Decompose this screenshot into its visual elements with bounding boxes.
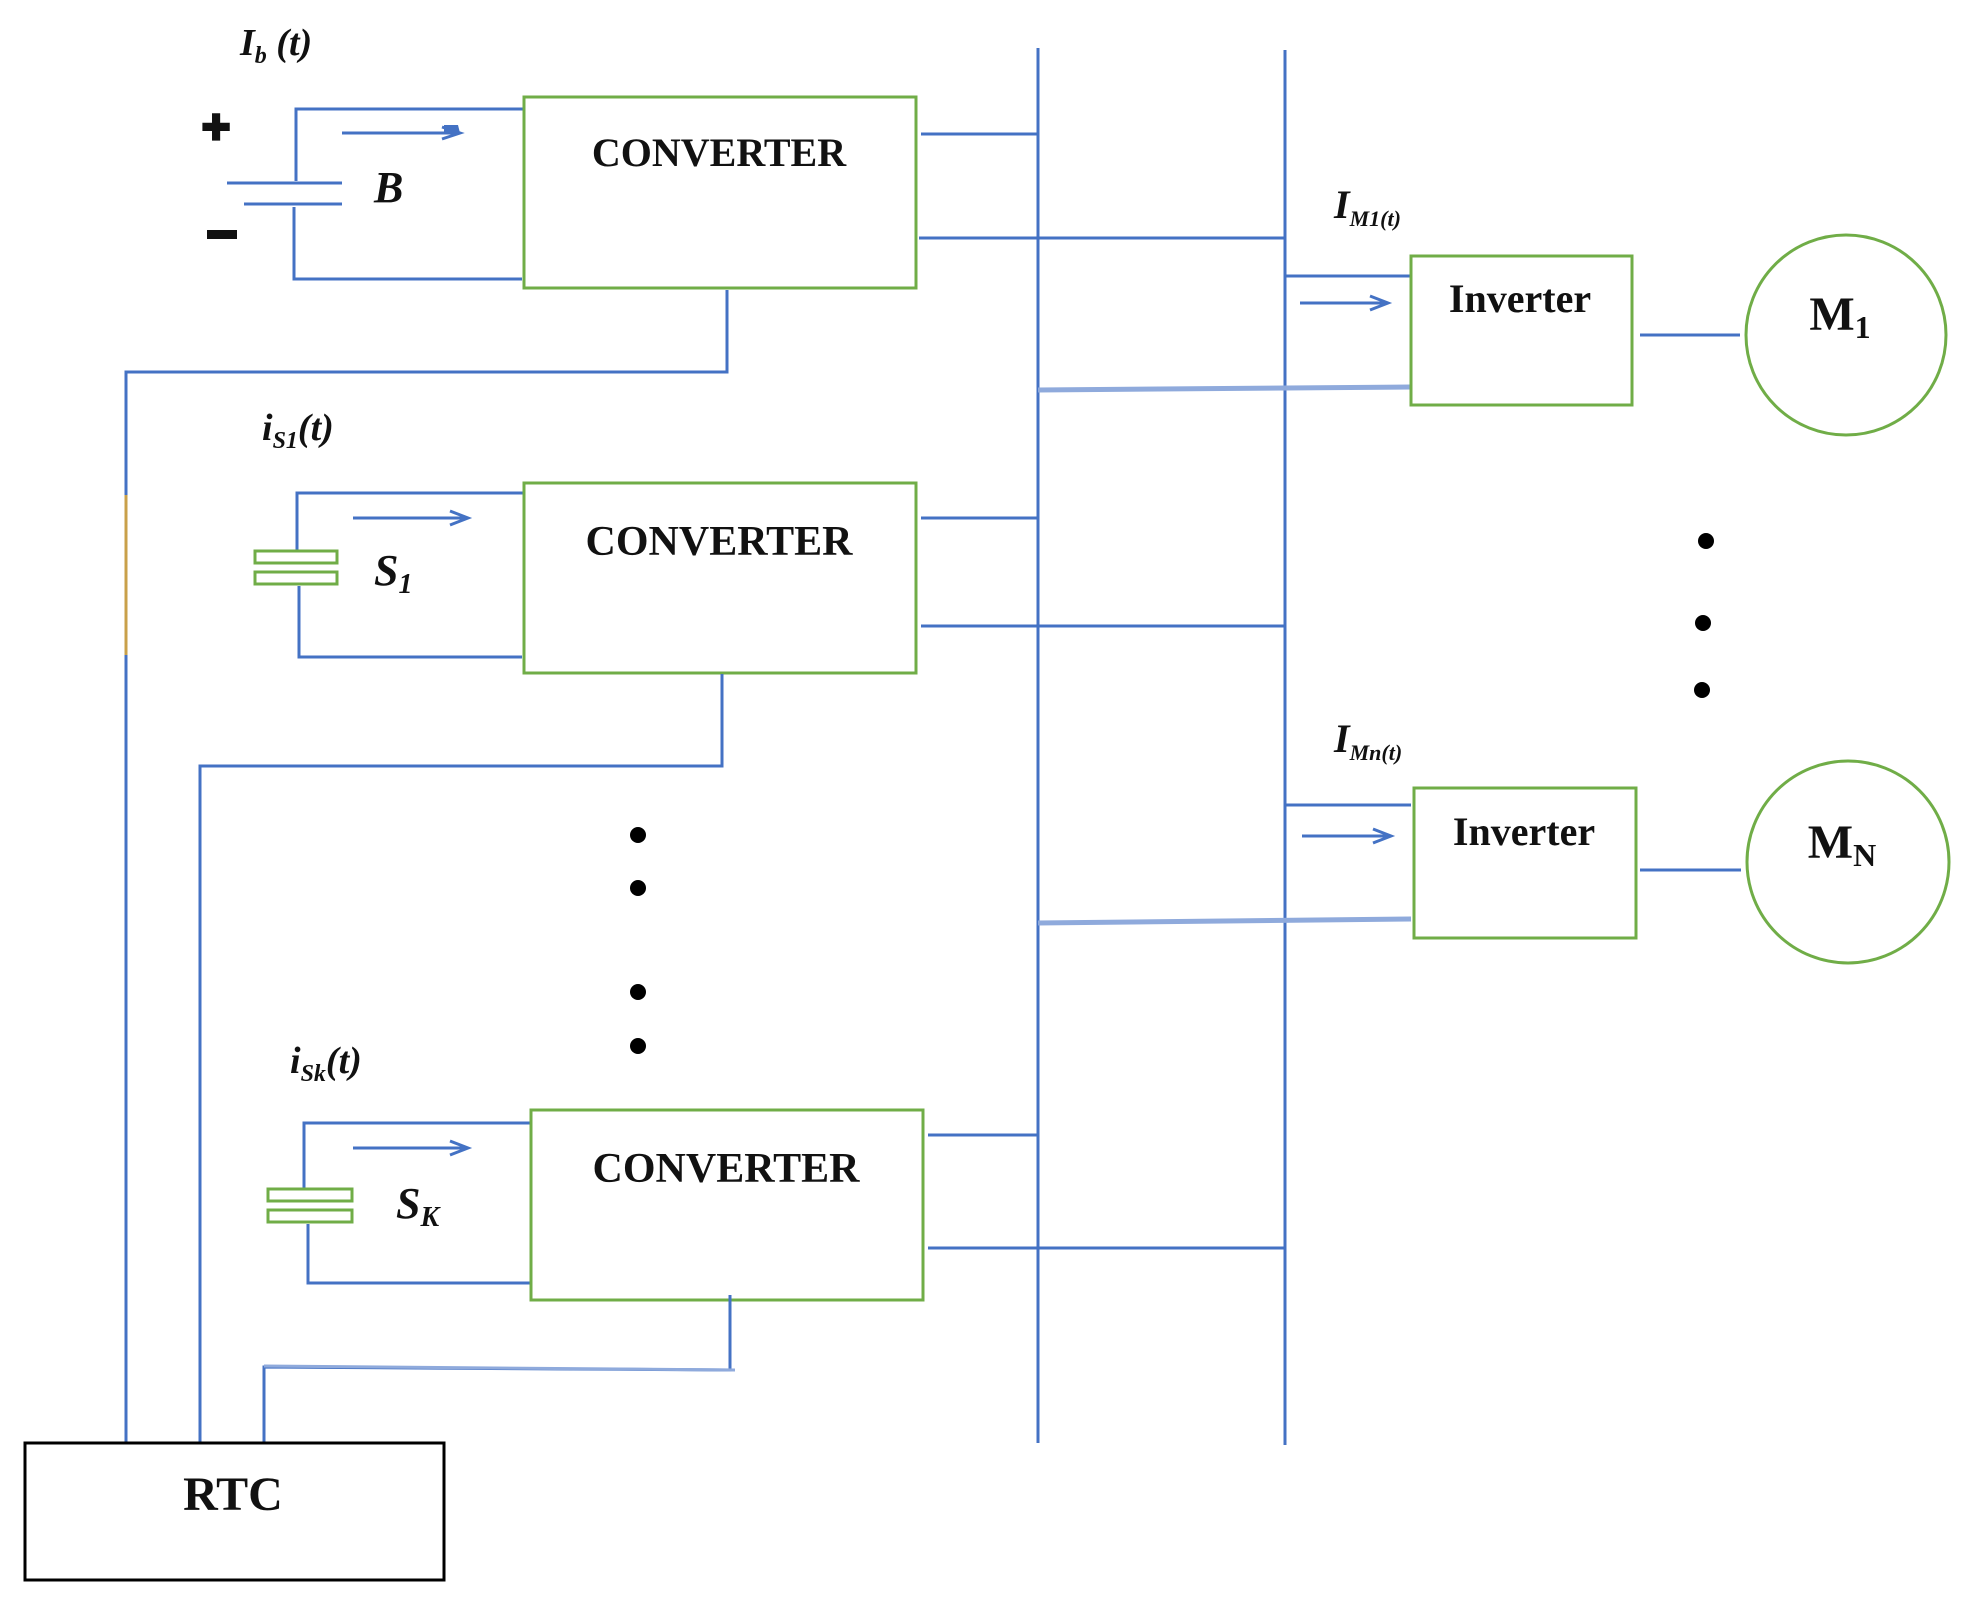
rtc-box: [23, 1441, 446, 1582]
battery-plus-sign: ✚: [201, 108, 231, 148]
label-sk: SK: [396, 1179, 441, 1233]
label-imn: IMn(t): [1333, 716, 1402, 765]
converter-box-battery: [522, 95, 918, 290]
label-is1: iS1(t): [262, 407, 334, 454]
converter-box-sk: [529, 1108, 925, 1302]
label-s1: S1: [374, 546, 412, 600]
control-lines: [124, 290, 736, 1443]
label-ib: Ib (t): [239, 22, 312, 69]
converter-label-sk: CONVERTER: [593, 1146, 861, 1192]
motor-label-1: M1: [1809, 288, 1870, 345]
converter-label-battery: CONVERTER: [592, 130, 847, 175]
supercap-s1-branch: [253, 481, 1285, 675]
label-isk: iSk(t): [290, 1040, 362, 1087]
supercap-sk-branch: [266, 1108, 1285, 1302]
inverter-box-1: [1409, 254, 1634, 407]
inverter-n-branch: [1285, 759, 1951, 965]
motor-n-circle: [1745, 759, 1951, 965]
converter-ellipsis-dots: [630, 827, 646, 1054]
battery-branch: [227, 95, 1285, 290]
inverter-box-n: [1412, 786, 1638, 940]
motor-ellipsis-dots: [1694, 533, 1714, 698]
label-im1: IM1(t): [1333, 182, 1401, 231]
motor-1-circle: [1744, 233, 1948, 437]
supercap-s1-symbol: [253, 549, 339, 565]
inverter-1-branch: [1285, 233, 1948, 437]
supercap-sk-symbol: [266, 1187, 354, 1203]
converter-box-s1: [522, 481, 918, 675]
inverter-label-n: Inverter: [1453, 809, 1595, 854]
label-battery: B: [373, 163, 403, 212]
inverter-label-1: Inverter: [1449, 276, 1591, 321]
motor-label-n: MN: [1808, 816, 1876, 873]
converter-label-s1: CONVERTER: [586, 519, 854, 565]
battery-minus-sign: ▬: [207, 213, 237, 246]
rtc-label: RTC: [183, 1468, 283, 1521]
